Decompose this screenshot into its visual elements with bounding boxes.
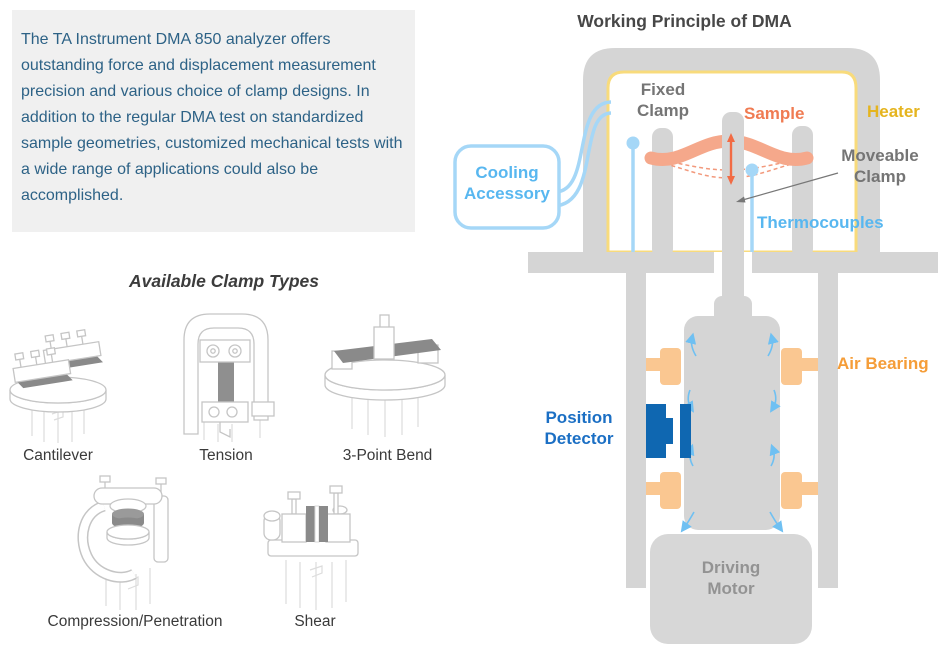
right-column — [818, 273, 838, 588]
dma-diagram — [453, 48, 938, 644]
label-sample: Sample — [744, 104, 805, 123]
shear-figure — [263, 485, 359, 610]
shear-legs — [285, 560, 347, 610]
label-position-detector: Position Detector — [544, 408, 614, 448]
position-detector-shape — [646, 404, 691, 458]
air-flow-arrows — [680, 332, 784, 533]
three-point-bend-figure — [324, 314, 446, 437]
label-cooling-accessory: Cooling Accessory — [463, 163, 550, 203]
cantilever-figure — [9, 328, 107, 443]
tension-upper-grip — [199, 339, 251, 363]
tension-film-sample — [218, 360, 234, 406]
base-plate — [528, 252, 938, 273]
label-moveable-clamp: Moveable Clamp — [841, 146, 919, 186]
bend-platter — [324, 359, 446, 401]
compression-c-frame — [78, 502, 136, 582]
fixed-clamp-left-post — [652, 128, 673, 258]
air-bearings — [646, 348, 818, 509]
intro-box: The TA Instrument DMA 850 analyzer offer… — [12, 10, 415, 232]
intro-paragraph: The TA Instrument DMA 850 analyzer offer… — [21, 31, 403, 204]
tension-lower-grip — [201, 401, 249, 439]
label-heater: Heater — [867, 102, 920, 121]
moveable-clamp-arrow — [736, 172, 839, 203]
compression-post — [153, 495, 169, 563]
compression-platen — [106, 524, 150, 546]
shear-plate-samples — [306, 505, 328, 543]
label-thermocouples: Thermocouples — [757, 213, 884, 232]
clamp-label-tension: Tension — [199, 447, 253, 464]
tension-figure — [183, 313, 275, 442]
label-air-bearing: Air Bearing — [837, 354, 929, 373]
thermocouple-left — [626, 136, 640, 252]
compression-figure — [77, 475, 169, 610]
cantilever-front-clamp — [12, 347, 73, 389]
fixed-clamp-right-post — [792, 126, 813, 258]
clamp-section-title: Available Clamp Types — [129, 271, 319, 291]
cantilever-rear-clamp — [42, 328, 103, 371]
left-column — [626, 273, 646, 588]
tension-frame — [183, 313, 269, 435]
clamp-label-compression: Compression/Penetration — [47, 613, 223, 630]
label-driving-motor: Driving Motor — [701, 558, 761, 598]
bend-anvil — [373, 314, 395, 360]
cooling-accessory-box — [453, 144, 561, 230]
tension-foot — [251, 401, 275, 417]
clamp-label-cantilever: Cantilever — [23, 447, 93, 464]
thermocouple-right — [745, 163, 759, 252]
oscillation-arrow — [727, 133, 735, 185]
armature — [684, 296, 780, 530]
clamp-label-shear: Shear — [294, 613, 336, 630]
driving-motor-box — [650, 534, 812, 644]
label-fixed-clamp: Fixed Clamp — [637, 80, 689, 120]
diagram-title: Working Principle of DMA — [577, 11, 792, 31]
clamp-label-3-point-bend: 3-Point Bend — [342, 447, 433, 464]
tension-legs — [203, 418, 261, 442]
cooling-tubes — [553, 100, 612, 208]
